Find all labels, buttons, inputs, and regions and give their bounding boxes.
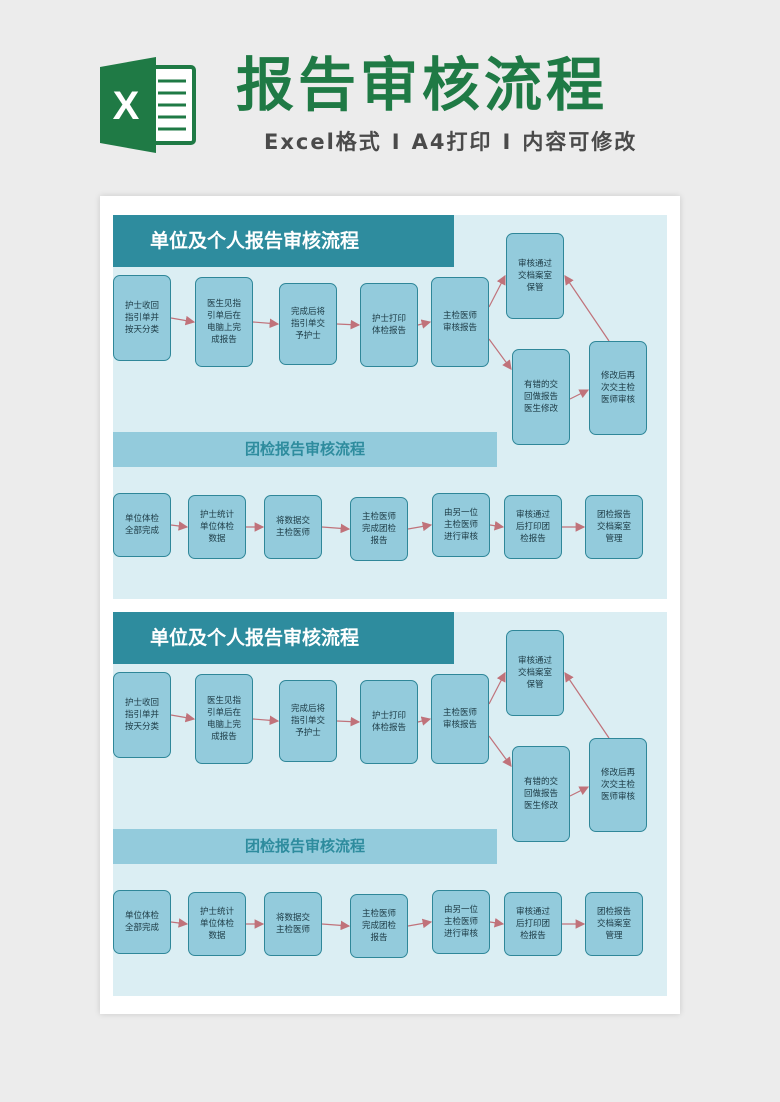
svg-text:X: X — [113, 84, 140, 128]
excel-icon: X — [100, 57, 196, 153]
flow-arrow — [569, 389, 590, 400]
subtitle-format: Excel格式 — [264, 130, 382, 154]
flow-step-box: 主检医师 审核报告 — [431, 277, 489, 367]
flow-arrow — [321, 920, 351, 931]
flow-arrow — [336, 716, 361, 727]
flow-arrows — [170, 671, 610, 931]
flow-arrow — [407, 918, 433, 929]
group-flow-step-box: 由另一位 主检医师 进行审核 — [432, 493, 490, 557]
page-subtitle: Excel格式 I A4打印 I 内容可修改 — [264, 126, 637, 156]
flow-arrow — [321, 523, 351, 534]
flow-arrow — [170, 521, 189, 531]
flow-arrow — [489, 917, 505, 928]
flow-step-box: 修改后再 次交主检 医师审核 — [589, 738, 647, 832]
group-flow-step-box: 单位体检 全部完成 — [113, 890, 171, 954]
group-flow-step-box: 审核通过 后打印团 检报告 — [504, 495, 562, 559]
flow-step-box: 主检医师 审核报告 — [431, 674, 489, 764]
flow-step-box: 护士打印 体检报告 — [360, 680, 418, 764]
page-header: X 报告审核流程 Excel格式 I A4打印 I 内容可修改 — [0, 0, 780, 190]
flow-step-box: 护士收回 指引单并 按天分类 — [113, 275, 171, 361]
flow-arrow — [170, 315, 196, 326]
group-flow-step-box: 护士统计 单位体检 数据 — [188, 495, 246, 559]
group-flow-step-box: 主检医师 完成团检 报告 — [350, 497, 408, 561]
page-title: 报告审核流程 — [236, 51, 609, 119]
flow-arrow — [489, 520, 505, 531]
flow-arrow — [488, 338, 512, 370]
flow-arrow — [488, 671, 506, 705]
flow-arrow — [170, 918, 189, 928]
group-flow-step-box: 单位体检 全部完成 — [113, 493, 171, 557]
section-title-individual: 单位及个人报告审核流程 — [113, 215, 454, 267]
flow-arrow — [564, 672, 610, 739]
group-flow-step-box: 审核通过 后打印团 检报告 — [504, 892, 562, 956]
flow-step-box: 医生见指 引单后在 电脑上完 成报告 — [195, 674, 253, 764]
subtitle-separator: I — [391, 130, 402, 154]
flow-arrow — [407, 521, 433, 532]
flow-step-box: 审核通过 交档案室 保管 — [506, 233, 564, 319]
section-title-individual: 单位及个人报告审核流程 — [113, 612, 454, 664]
flow-arrow — [417, 319, 432, 329]
flow-step-box: 修改后再 次交主检 医师审核 — [589, 341, 647, 435]
group-flow-step-box: 将数据交 主检医师 — [264, 495, 322, 559]
group-flow-step-box: 团检报告 交档案室 管理 — [585, 892, 643, 956]
flow-step-box: 审核通过 交档案室 保管 — [506, 630, 564, 716]
flow-step-box: 护士打印 体检报告 — [360, 283, 418, 367]
group-flow-step-box: 主检医师 完成团检 报告 — [350, 894, 408, 958]
flow-arrows — [170, 274, 610, 534]
subtitle-separator: I — [502, 130, 513, 154]
flow-arrow — [252, 318, 280, 329]
flow-step-box: 完成后将 指引单交 予护士 — [279, 680, 337, 762]
section-title-group: 团检报告审核流程 — [113, 829, 497, 864]
group-flow-step-box: 将数据交 主检医师 — [264, 892, 322, 956]
flow-step-box: 护士收回 指引单并 按天分类 — [113, 672, 171, 758]
flow-arrow — [170, 712, 196, 723]
flow-section-2: 单位及个人报告审核流程团检报告审核流程 护士收回 指引单并 按天分类医生见指 引单… — [113, 612, 667, 996]
flow-arrow — [564, 275, 610, 342]
flow-arrow — [569, 786, 590, 797]
flow-arrow — [252, 715, 280, 726]
section-title-group: 团检报告审核流程 — [113, 432, 497, 467]
flow-arrow — [488, 735, 512, 767]
flow-section-1: 单位及个人报告审核流程团检报告审核流程 护士收回 指引单并 按天分类医生见指 引单… — [113, 215, 667, 599]
flow-arrow — [417, 716, 432, 726]
group-flow-step-box: 团检报告 交档案室 管理 — [585, 495, 643, 559]
flow-arrow — [488, 274, 506, 308]
flow-step-box: 有错的交 回做报告 医生修改 — [512, 746, 570, 842]
flow-step-box: 完成后将 指引单交 予护士 — [279, 283, 337, 365]
group-flow-step-box: 由另一位 主检医师 进行审核 — [432, 890, 490, 954]
flow-step-box: 医生见指 引单后在 电脑上完 成报告 — [195, 277, 253, 367]
group-flow-step-box: 护士统计 单位体检 数据 — [188, 892, 246, 956]
subtitle-editable: 内容可修改 — [522, 130, 638, 154]
flow-arrow — [336, 319, 361, 330]
subtitle-print: A4打印 — [411, 130, 493, 154]
flow-step-box: 有错的交 回做报告 医生修改 — [512, 349, 570, 445]
